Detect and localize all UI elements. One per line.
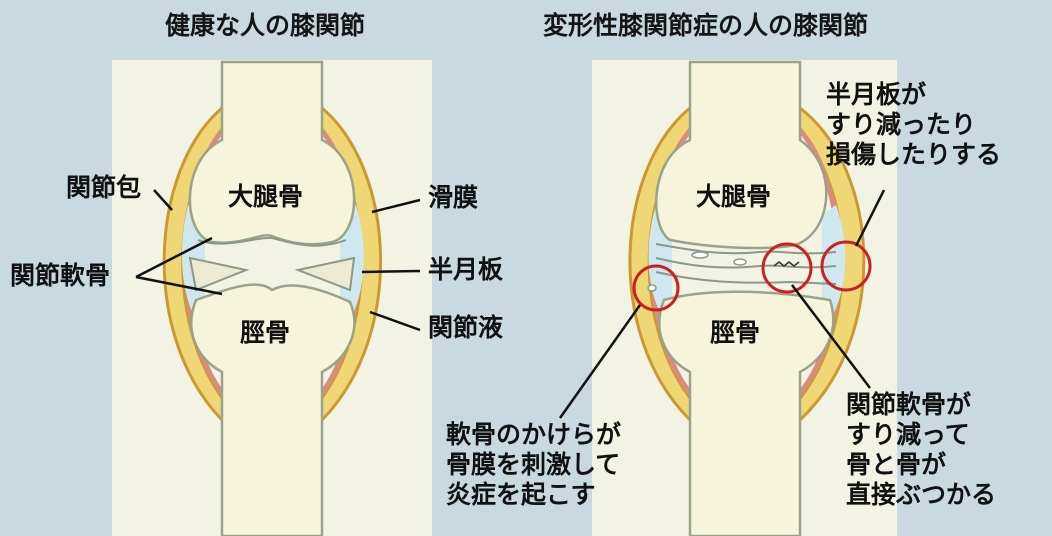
meniscus-circle — [820, 240, 872, 292]
label-meniscus: 半月板 — [428, 255, 504, 284]
title-healthy: 健康な人の膝関節 — [165, 11, 366, 40]
cartilage-circle — [761, 242, 813, 294]
label-tibia-healthy: 脛骨 — [240, 318, 291, 347]
oa-leader-lines — [558, 189, 886, 419]
oa-tibia — [658, 290, 835, 536]
healthy-femur — [188, 60, 356, 246]
title-oa: 変形性膝関節症の人の膝関節 — [543, 11, 869, 40]
oa-highlight-circles — [632, 240, 872, 312]
note-cartilage: 関節軟骨が すり減って 骨と骨が 直接ぶつかる — [846, 390, 997, 509]
note-fragment: 軟骨のかけらが 骨膜を刺激して 炎症を起こす — [446, 420, 622, 509]
label-cartilage: 関節軟骨 — [10, 261, 111, 290]
fragment-circle — [632, 264, 680, 312]
note-meniscus: 半月板が すり減ったり 損傷したりする — [826, 80, 1002, 169]
label-tibia-oa: 脛骨 — [710, 318, 761, 347]
label-capsule: 関節包 — [66, 173, 142, 202]
label-femur-healthy: 大腿骨 — [228, 182, 304, 211]
label-fluid: 関節液 — [428, 313, 504, 342]
oa-knee — [628, 60, 866, 536]
healthy-leader-lines — [135, 189, 421, 332]
healthy-tibia — [190, 283, 356, 536]
label-femur-oa: 大腿骨 — [696, 182, 772, 211]
label-synovium: 滑膜 — [428, 183, 479, 212]
healthy-knee — [162, 60, 382, 536]
healthy-meniscus — [188, 256, 250, 292]
oa-femur — [655, 60, 828, 250]
